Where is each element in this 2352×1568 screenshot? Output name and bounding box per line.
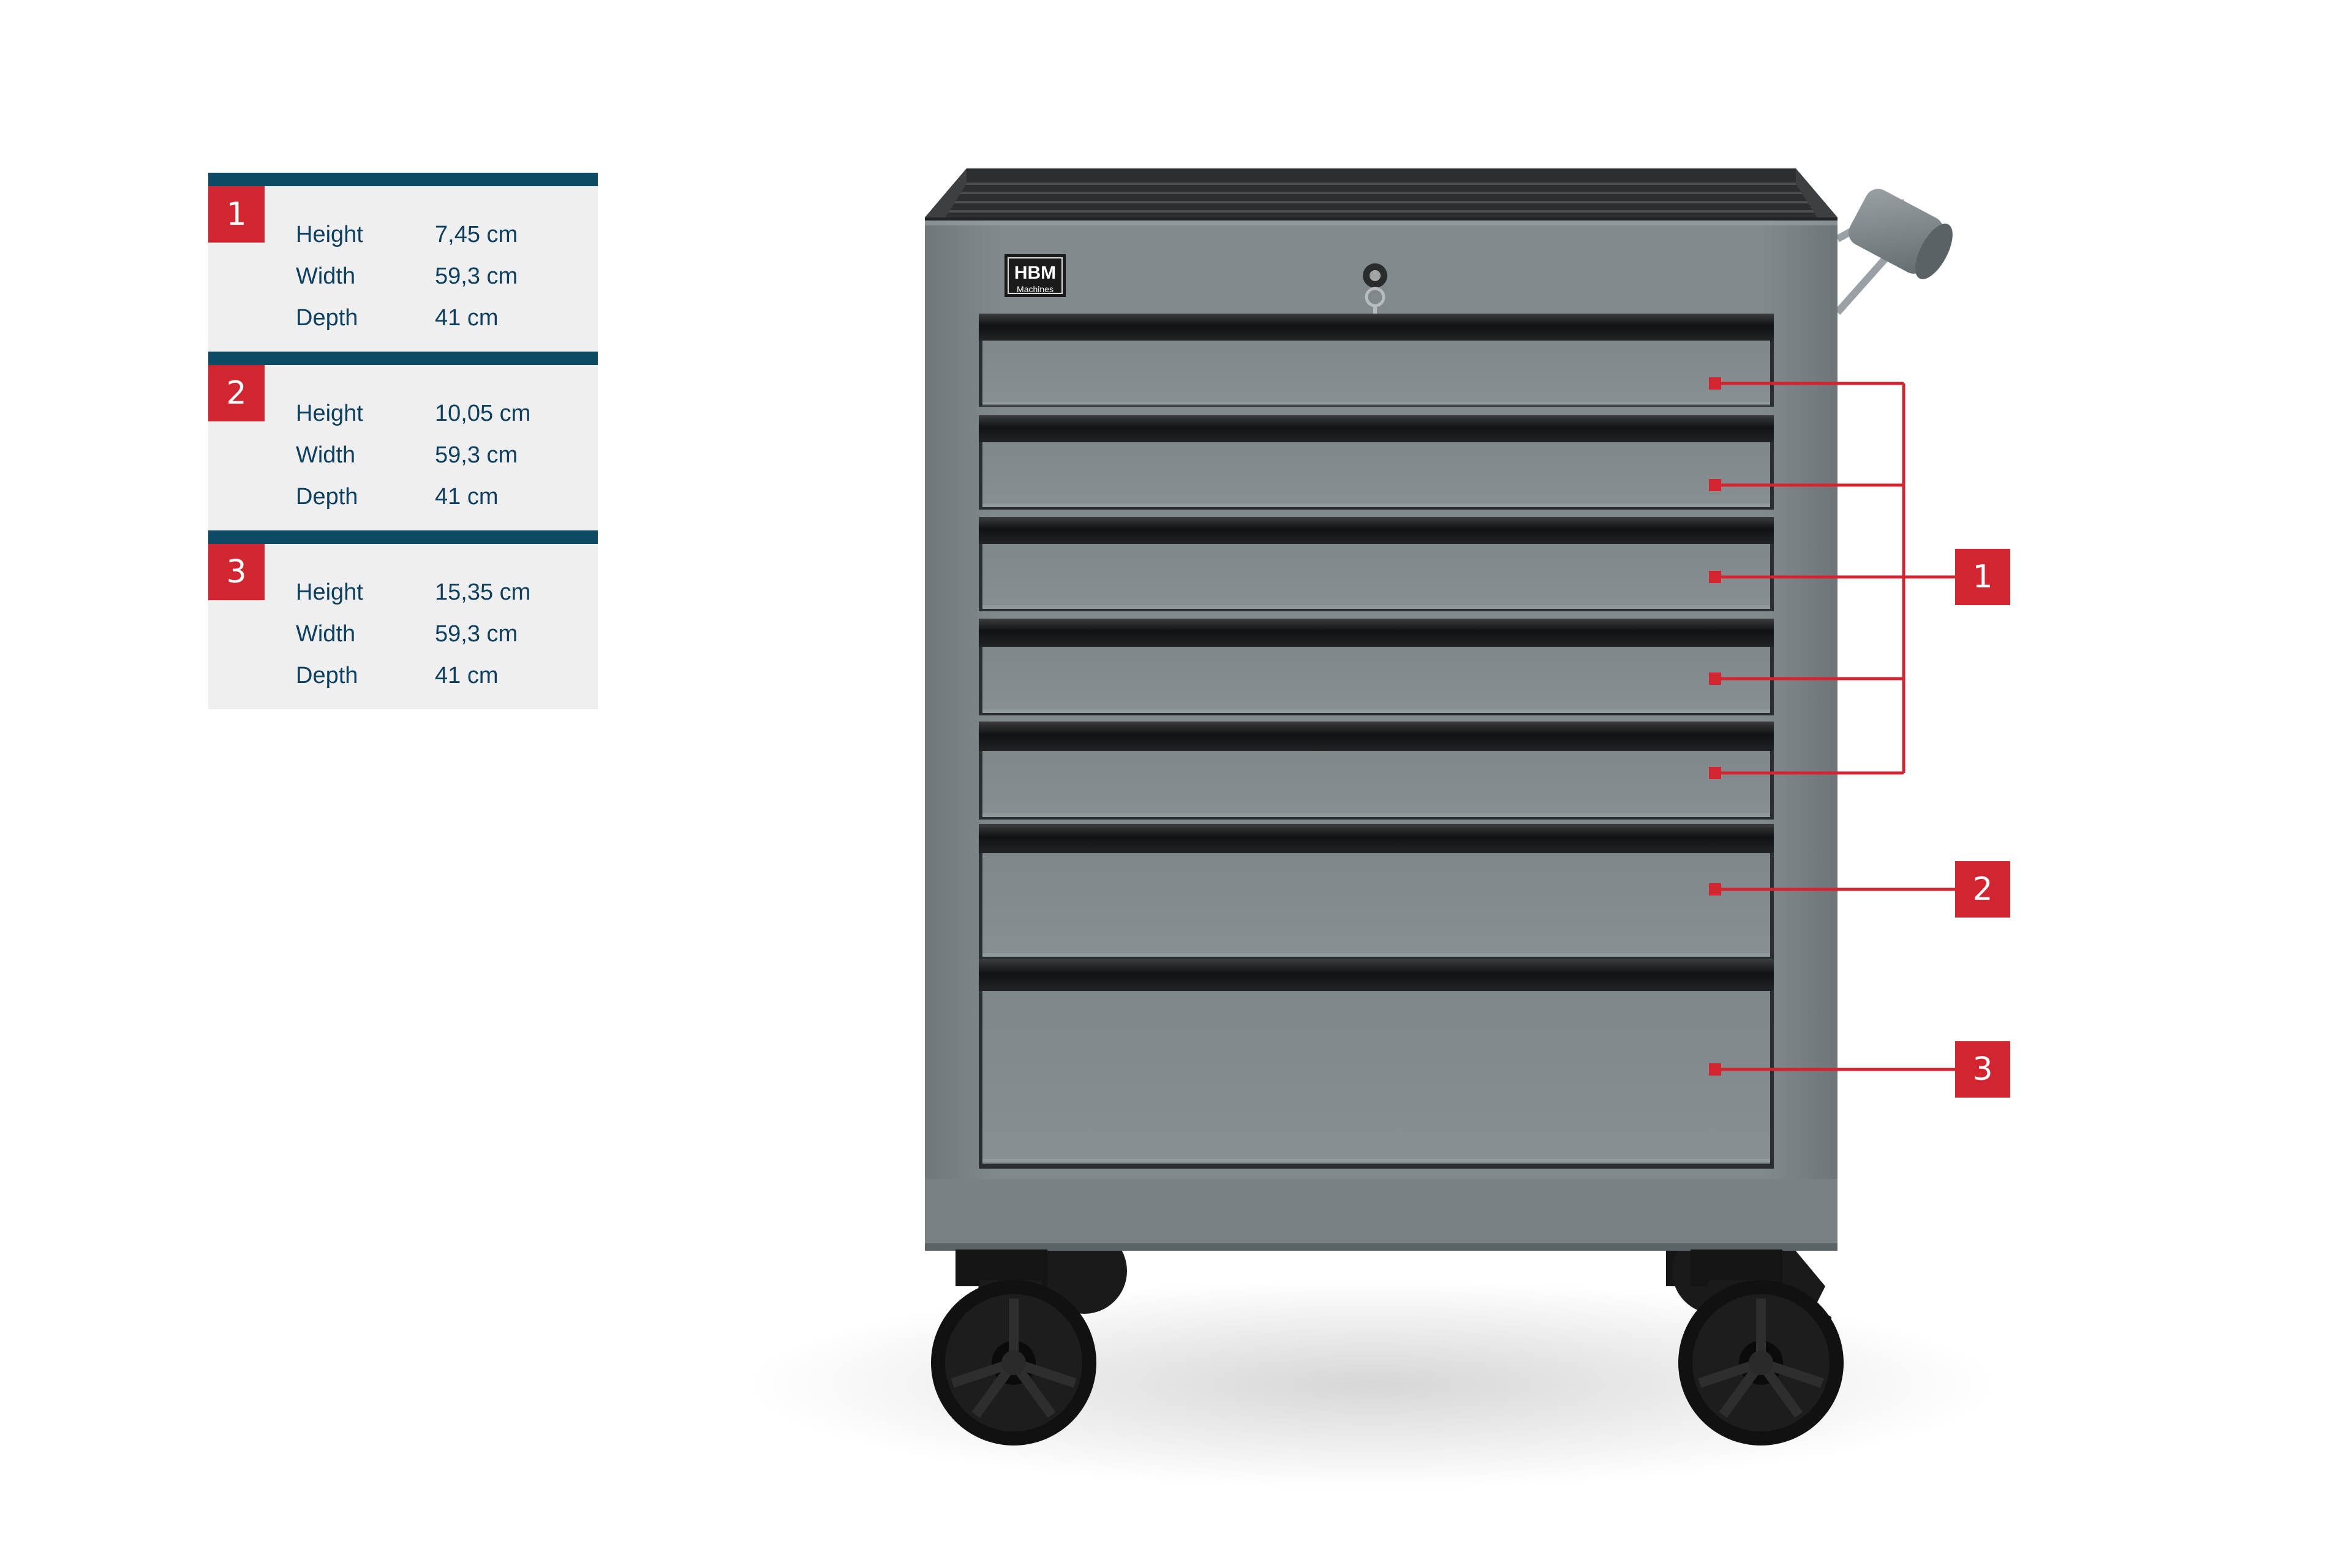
spec-card-1: 1 Height 7,45 cm Width 59,3 cm Depth 41 … — [208, 173, 598, 352]
spec-label: Width — [296, 621, 356, 647]
svg-text:HBM: HBM — [1014, 263, 1056, 283]
spec-badge-1: 1 — [208, 186, 265, 243]
hbm-logo-icon: HBM Machines — [1005, 254, 1066, 297]
spec-label: Height — [296, 222, 363, 247]
drawer-2 — [979, 415, 1774, 510]
spec-value: 59,3 cm — [435, 621, 518, 647]
drawers — [979, 314, 1774, 1169]
callout-badge-2: 2 — [1955, 861, 2010, 918]
callout-badge-1: 1 — [1955, 549, 2010, 605]
spec-badge-3: 3 — [208, 544, 265, 600]
spec-badge-2: 2 — [208, 365, 265, 421]
spec-value: 15,35 cm — [435, 579, 531, 605]
spec-label: Depth — [296, 305, 358, 331]
spec-value: 41 cm — [435, 484, 499, 510]
side-handle — [1834, 189, 1953, 315]
front-left-caster — [931, 1250, 1096, 1446]
spec-value: 7,45 cm — [435, 222, 518, 247]
callout-leader-lines — [1715, 382, 1955, 1071]
svg-text:Machines: Machines — [1017, 284, 1054, 294]
drawer-4 — [979, 619, 1774, 715]
spec-value: 41 cm — [435, 663, 499, 688]
front-right-caster — [1678, 1250, 1844, 1446]
drawer-7 — [979, 959, 1774, 1169]
spec-value: 59,3 cm — [435, 442, 518, 468]
spec-label: Width — [296, 263, 356, 289]
spec-label: Depth — [296, 484, 358, 510]
spec-label: Height — [296, 579, 363, 605]
spec-value: 59,3 cm — [435, 263, 518, 289]
spec-card-2: 2 Height 10,05 cm Width 59,3 cm Depth 41… — [208, 352, 598, 530]
spec-label: Depth — [296, 663, 358, 688]
drawer-1 — [979, 314, 1774, 407]
spec-value: 41 cm — [435, 305, 499, 331]
spec-value: 10,05 cm — [435, 401, 531, 426]
drawer-6 — [979, 824, 1774, 960]
spec-label: Width — [296, 442, 356, 468]
drawer-3 — [979, 517, 1774, 611]
callout-anchor-dots — [1709, 377, 1721, 1076]
callout-badge-3: 3 — [1955, 1041, 2010, 1098]
drawer-5 — [979, 722, 1774, 820]
spec-label: Height — [296, 401, 363, 426]
spec-card-3: 3 Height 15,35 cm Width 59,3 cm Depth 41… — [208, 530, 598, 709]
